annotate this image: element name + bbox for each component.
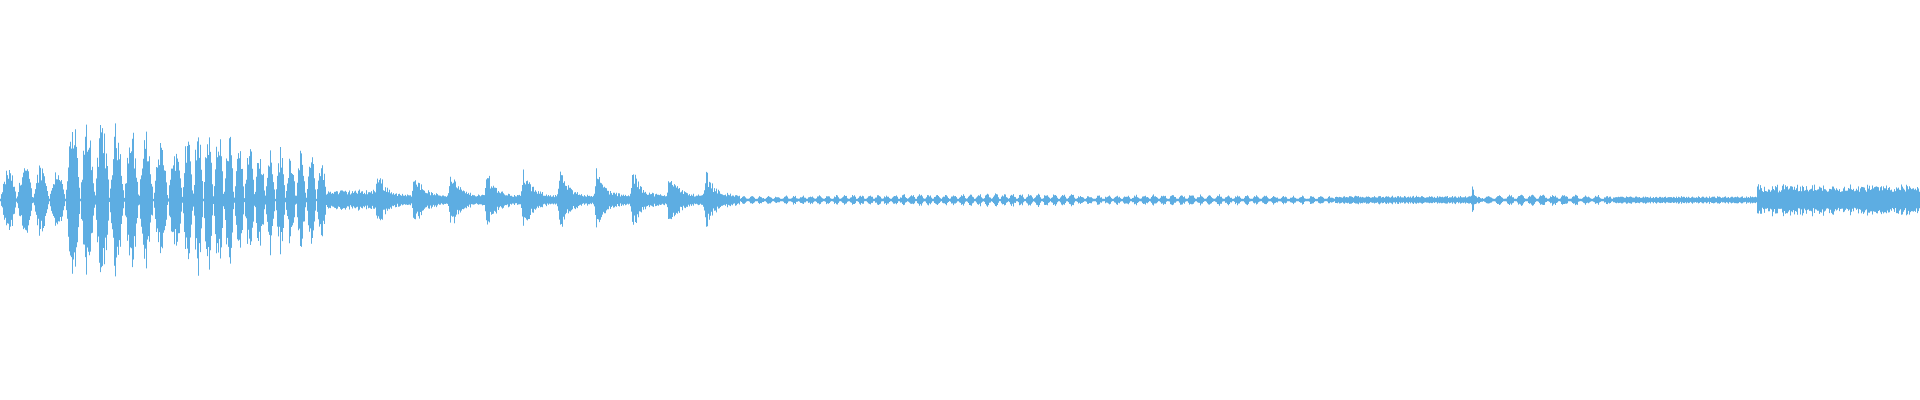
waveform-samples	[0, 123, 1920, 277]
